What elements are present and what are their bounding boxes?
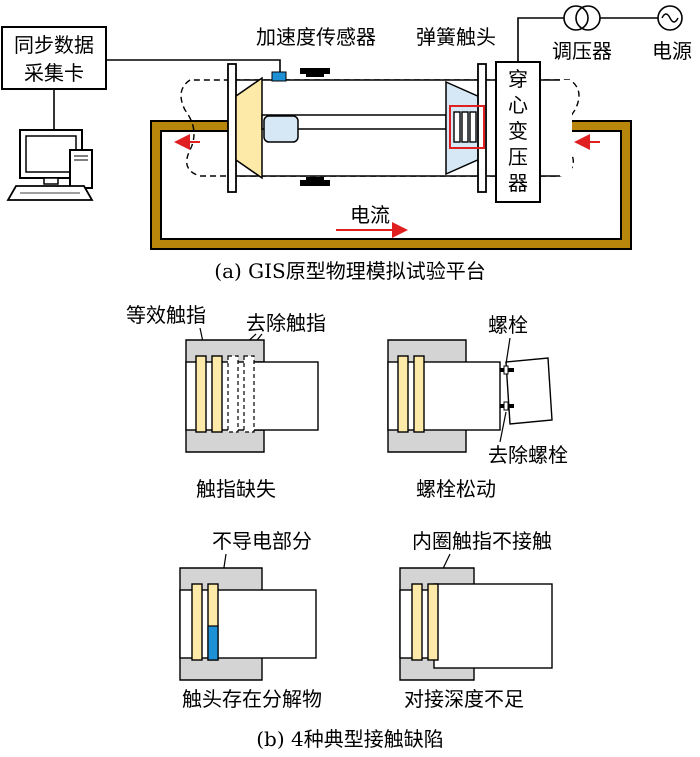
svg-text:压: 压 bbox=[508, 145, 528, 169]
computer-icon bbox=[6, 129, 94, 201]
defect-decomposition: 不导电部分 触头存在分解物 bbox=[179, 529, 322, 711]
defect-title-4: 对接深度不足 bbox=[404, 687, 524, 711]
accelerometer bbox=[271, 71, 287, 82]
svg-text:穿: 穿 bbox=[508, 67, 528, 91]
svg-text:器: 器 bbox=[508, 171, 528, 195]
defect-missing-finger: 等效触指 去除触指 触指缺失 bbox=[126, 303, 326, 501]
power-source-label: 电源 bbox=[652, 39, 692, 63]
caption-b: (b) 4种典型接触缺陷 bbox=[256, 727, 444, 751]
defect-insufficient-depth: 内圈触指不接触 对接深度不足 bbox=[399, 529, 553, 711]
part-a-platform: 同步数据 采集卡 bbox=[1, 5, 692, 283]
defect-loose-bolt: 螺栓 去除螺栓 螺栓松动 bbox=[387, 313, 568, 501]
removed-bolt-label: 去除螺栓 bbox=[488, 443, 568, 467]
svg-text:心: 心 bbox=[508, 93, 528, 117]
support-clamp-bottom bbox=[300, 177, 330, 186]
defect-title-3: 触头存在分解物 bbox=[182, 687, 322, 711]
daq-card-label-1: 同步数据 bbox=[14, 33, 94, 57]
regulator-icon bbox=[563, 5, 601, 31]
left-flange bbox=[227, 63, 237, 193]
removed-finger-label: 去除触指 bbox=[246, 311, 326, 335]
defect-title-2: 螺栓松动 bbox=[416, 477, 496, 501]
inner-finger-label: 内圈触指不接触 bbox=[412, 529, 552, 553]
left-cone-insulator bbox=[235, 76, 263, 180]
defect-title-1: 触指缺失 bbox=[196, 477, 276, 501]
support-clamp-top bbox=[300, 68, 330, 77]
power-source-icon bbox=[657, 5, 683, 31]
equiv-finger-label: 等效触指 bbox=[126, 303, 206, 327]
transformer-box bbox=[495, 61, 541, 203]
nonconductive-part bbox=[207, 625, 219, 661]
accelerometer-label: 加速度传感器 bbox=[256, 25, 376, 49]
daq-card-box bbox=[1, 26, 107, 90]
spring-contact-label: 弹簧触头 bbox=[416, 25, 496, 49]
current-label: 电流 bbox=[350, 203, 390, 227]
spring-contact bbox=[449, 105, 485, 149]
transformer-label: 穿 心 变 压 器 bbox=[508, 67, 528, 195]
bolt-label: 螺栓 bbox=[488, 313, 528, 337]
part-b-defects: 等效触指 去除触指 触指缺失 螺栓 去除螺栓 bbox=[126, 303, 568, 751]
regulator-label: 调压器 bbox=[552, 39, 612, 63]
nonconductive-label: 不导电部分 bbox=[212, 529, 312, 553]
daq-card-label-2: 采集卡 bbox=[24, 61, 84, 85]
gis-tank-outline bbox=[180, 79, 580, 177]
svg-text:变: 变 bbox=[508, 119, 528, 143]
right-flange bbox=[477, 63, 487, 193]
shield bbox=[263, 115, 299, 143]
caption-a: (a) GIS原型物理模拟试验平台 bbox=[214, 259, 485, 283]
